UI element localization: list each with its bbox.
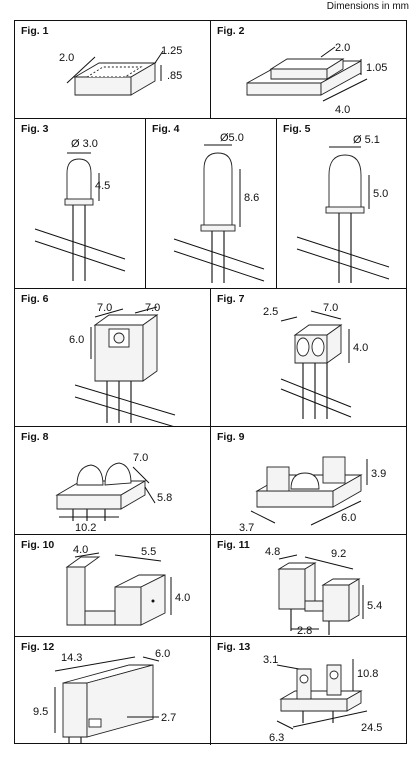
dimension-label: 6.3 (269, 732, 284, 744)
dimension-label: 10.8 (357, 668, 378, 680)
dimension-label: 5.4 (367, 600, 382, 612)
figure-label: Fig. 4 (152, 123, 180, 135)
figure-10: Fig. 10 4.0 5.5 4.0 (15, 535, 211, 636)
figure-label: Fig. 9 (217, 431, 245, 443)
figure-label: Fig. 8 (21, 431, 49, 443)
figure-9: Fig. 9 3.9 3.7 6.0 (211, 427, 408, 534)
row-1: Fig. 1 2.0 1.25 .85 Fig. 2 (15, 21, 406, 119)
dimension-label: 2.0 (335, 42, 350, 54)
figure-label: Fig. 5 (283, 123, 311, 135)
dimension-label: 9.5 (33, 706, 48, 718)
dimension-label: Ø 5.1 (353, 134, 380, 146)
dimension-label: 4.0 (335, 104, 350, 116)
figure-4-drawing: Ø5.0 8.6 (173, 132, 265, 283)
dimension-label: 7.0 (133, 452, 148, 464)
dimension-label: Ø5.0 (220, 132, 244, 144)
figure-13-drawing: 3.1 10.8 24.5 6.3 (263, 654, 382, 744)
figure-6: Fig. 6 7.0 7.0 6.0 (15, 289, 211, 427)
dimension-label: 6.0 (341, 512, 356, 524)
row-5: Fig. 10 4.0 5.5 4.0 Fig. 11 (15, 535, 406, 637)
figure-label: Fig. 10 (21, 539, 55, 551)
figure-label: Fig. 12 (21, 641, 55, 653)
dimension-label: 1.25 (161, 45, 182, 57)
dimension-label: 3.1 (263, 654, 278, 666)
figure-4: Fig. 4 Ø5.0 8.6 (146, 119, 277, 288)
dimension-label: 24.5 (361, 722, 382, 734)
figure-3: Fig. 3 Ø 3.0 4.5 (15, 119, 146, 288)
figure-5-drawing: Ø 5.1 5.0 (296, 134, 390, 283)
dimension-label: 14.3 (61, 652, 82, 664)
dimension-label: 8.6 (244, 192, 259, 204)
dimension-label: 7.0 (323, 302, 338, 314)
figure-label: Fig. 6 (21, 293, 49, 305)
dimension-label: 4.5 (95, 180, 110, 192)
figure-11: Fig. 11 4.8 9.2 5.4 2.8 (211, 535, 408, 637)
dimension-label: .85 (167, 70, 182, 82)
figure-2: Fig. 2 2.0 1.05 4.0 (211, 21, 408, 118)
dimension-label: 4.0 (175, 592, 190, 604)
dimension-label: 5.0 (373, 188, 388, 200)
dimension-label: 4.0 (353, 342, 368, 354)
dimension-label: 3.7 (239, 522, 254, 534)
figure-3-drawing: Ø 3.0 4.5 (34, 138, 126, 281)
dimension-label: 2.5 (263, 306, 278, 318)
figure-label: Fig. 11 (217, 539, 250, 551)
dimension-label: 2.7 (161, 712, 176, 724)
figure-9-drawing: 3.9 3.7 6.0 (239, 456, 386, 534)
dimension-label: 9.2 (331, 548, 346, 560)
figure-label: Fig. 1 (21, 25, 49, 37)
figure-8: Fig. 8 7.0 5.8 10.2 (15, 427, 211, 534)
row-2: Fig. 3 Ø 3.0 4.5 Fig. 4 (15, 119, 406, 289)
dimension-label: 3.9 (371, 468, 386, 480)
figure-2-drawing: 2.0 1.05 4.0 (246, 42, 387, 116)
dimension-label: 4.0 (73, 544, 88, 556)
figure-label: Fig. 13 (217, 641, 251, 653)
figure-label: Fig. 3 (21, 123, 49, 135)
dimension-label: 2.8 (297, 625, 312, 637)
figure-8-drawing: 7.0 5.8 10.2 (55, 452, 172, 534)
figure-12: Fig. 12 14.3 6.0 9.5 2.7 (15, 637, 211, 745)
row-4: Fig. 8 7.0 5.8 10.2 Fig. 9 (15, 427, 406, 535)
figure-10-drawing: 4.0 5.5 4.0 (65, 544, 190, 626)
dimension-label: 2.0 (59, 52, 74, 64)
row-3: Fig. 6 7.0 7.0 6.0 Fig. 7 (15, 289, 406, 427)
dimension-label: 7.0 (97, 302, 112, 314)
figure-5: Fig. 5 Ø 5.1 5.0 (277, 119, 408, 288)
figure-7: Fig. 7 2.5 7.0 4.0 (211, 289, 408, 426)
dimension-label: Ø 3.0 (71, 138, 98, 150)
dimension-label: 4.8 (265, 546, 280, 558)
dimension-sheet: Fig. 1 2.0 1.25 .85 Fig. 2 (14, 20, 407, 745)
units-caption: Dimensions in mm (326, 1, 409, 12)
figure-1: Fig. 1 2.0 1.25 .85 (15, 21, 211, 118)
dimension-label: 6.0 (69, 334, 84, 346)
dimension-label: 5.8 (157, 492, 172, 504)
dimension-label: 5.5 (141, 546, 156, 558)
dimension-label: 7.0 (145, 302, 160, 314)
figure-label: Fig. 2 (217, 25, 245, 37)
row-6: Fig. 12 14.3 6.0 9.5 2.7 Fig. 13 (15, 637, 406, 745)
figure-6-drawing: 7.0 7.0 6.0 (69, 302, 176, 427)
dimension-label: 1.05 (366, 62, 387, 74)
dimension-label: 10.2 (75, 522, 96, 534)
figure-12-drawing: 14.3 6.0 9.5 2.7 (33, 648, 176, 743)
figure-7-drawing: 2.5 7.0 4.0 (263, 302, 368, 419)
figure-11-drawing: 4.8 9.2 5.4 2.8 (265, 546, 382, 637)
figure-1-drawing: 2.0 1.25 .85 (59, 45, 182, 96)
dimension-label: 6.0 (155, 648, 170, 660)
figure-label: Fig. 7 (217, 293, 245, 305)
figure-13: Fig. 13 3.1 10.8 24.5 6.3 (211, 637, 408, 745)
